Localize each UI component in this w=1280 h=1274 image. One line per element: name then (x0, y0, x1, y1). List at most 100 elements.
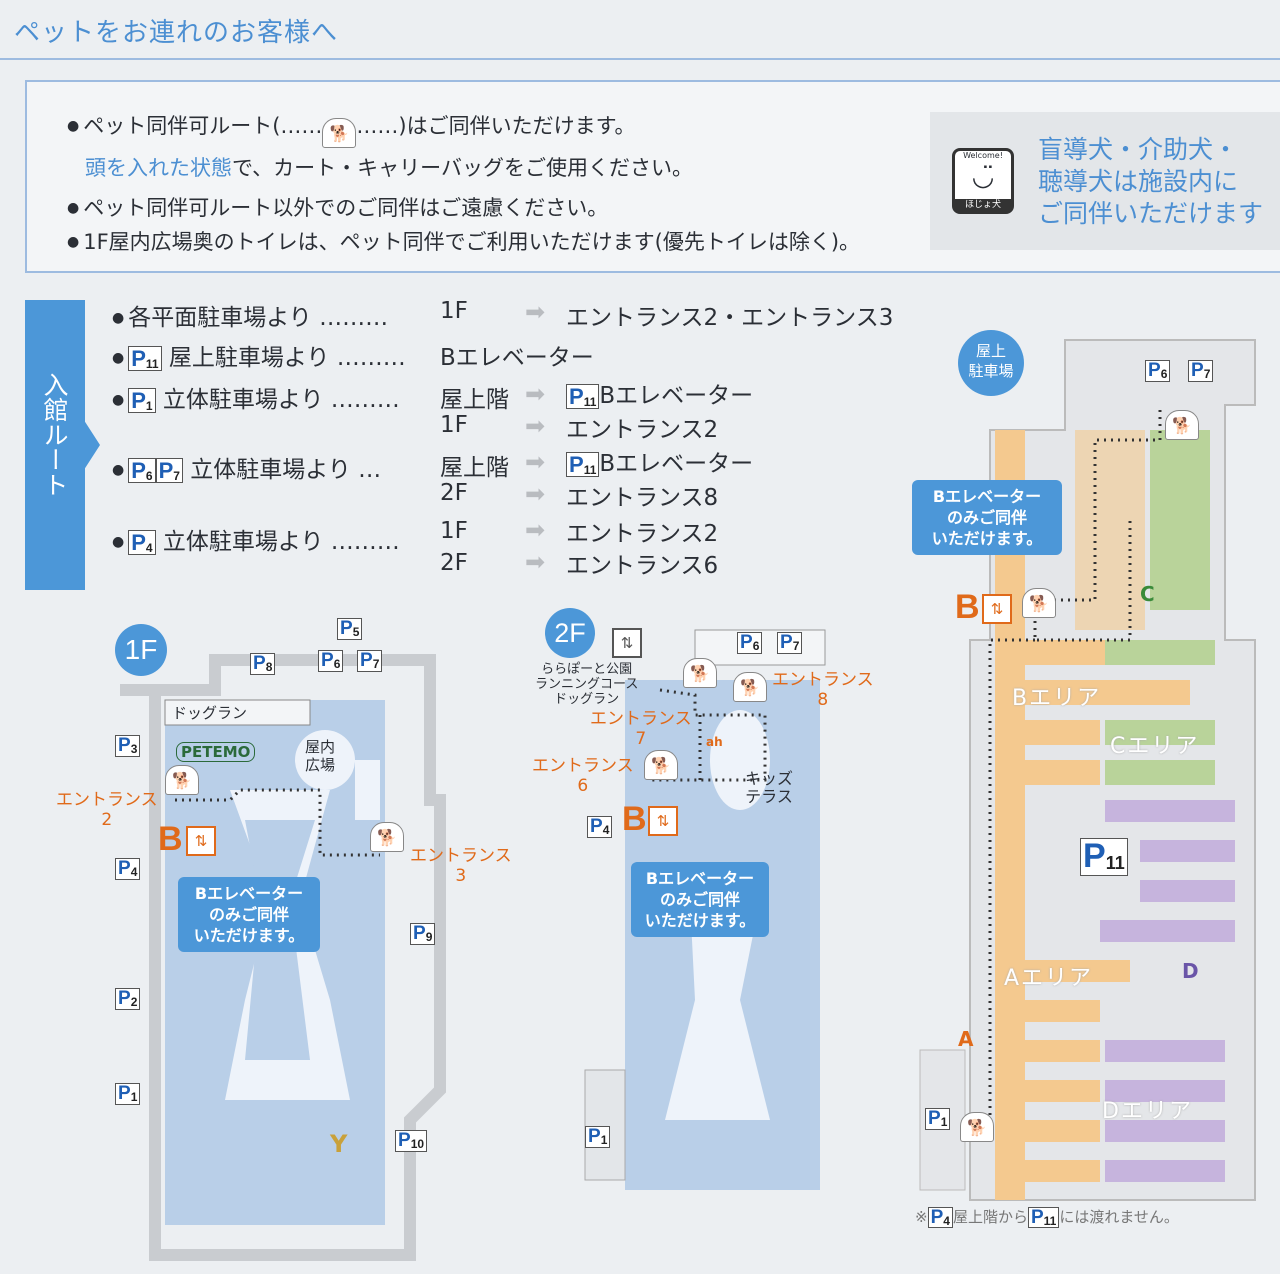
arrow-right-icon: ➡ (525, 516, 546, 544)
p-letter: P (131, 387, 146, 413)
pet-carrier-icon: 🐕 (322, 118, 357, 148)
notice-text: ペット同伴可ルート(…… (83, 114, 323, 138)
p-number: 6 (333, 657, 341, 671)
route-from: P4 立体駐車場より ……… (112, 522, 400, 556)
notice-line-3: ペット同伴可ルート以外でのご同伴はご遠慮ください。 (67, 192, 608, 222)
parking-badge: P1 (128, 387, 156, 414)
p-letter: P (158, 457, 174, 483)
footnote-text: 屋上階から (952, 1208, 1028, 1226)
icon-top-text: Welcome! (963, 151, 1003, 160)
p-number: 11 (1043, 1213, 1057, 1228)
roof-title-line: 駐車場 (968, 363, 1014, 380)
route-dest: エントランス2 (566, 417, 719, 443)
store-logo-ah: ah (706, 735, 723, 749)
p-number: 10 (410, 1137, 425, 1151)
elevator-b-label: B (622, 800, 647, 838)
park-line: ランニングコース (535, 677, 639, 692)
p-number: 11 (583, 394, 597, 409)
arrow-right-icon: ➡ (525, 380, 546, 408)
route-from-text: 立体駐車場より ……… (162, 529, 400, 555)
service-dog-line: 盲導犬・介助犬・ (1038, 135, 1239, 164)
parking-badge: P4 (927, 1206, 953, 1229)
kids-line: キッズ (745, 769, 794, 788)
p-number: 6 (752, 639, 760, 653)
footnote-mark: ※ (915, 1208, 928, 1226)
route-floor: 屋上階 (440, 455, 509, 481)
p-number: 1 (145, 398, 153, 413)
p-letter: P (569, 383, 584, 409)
parking-badge: P1 (585, 1126, 611, 1148)
p-number: 4 (943, 1213, 950, 1228)
parking-badge: P1 (925, 1108, 951, 1130)
route-floor: 2F (440, 480, 468, 506)
elevator-b-label: B (158, 820, 183, 858)
notice-highlight: 頭を入れた状態 (85, 156, 232, 180)
notice-line-4: 1F屋内広場奥のトイレは、ペット同伴でご利用いただけます(優先トイレは除く)。 (67, 226, 860, 256)
park-direction-label: ららぽーと公園ランニングコースドッグラン (535, 662, 638, 707)
arrow-right-icon: ➡ (525, 448, 546, 476)
entrance-number: 2 (101, 810, 113, 830)
kids-terrace-label: キッズテラス (745, 770, 793, 806)
parking-badge: P4 (115, 858, 141, 880)
p-number: 3 (130, 742, 138, 756)
roof-title-line: 屋上 (975, 343, 1006, 360)
route-dest: エントランス6 (566, 553, 719, 579)
pet-carrier-icon: 🐕 (1022, 588, 1056, 618)
service-dog-icon: Welcome!◡̈ほじょ犬 (952, 148, 1014, 214)
p-number: 6 (1160, 367, 1168, 381)
area-b-label: Bエリア (1012, 686, 1102, 711)
route-floor: Bエレベーター (440, 345, 594, 371)
parking-badge: P6 (1145, 360, 1171, 382)
callout-line: のみご同伴 (659, 890, 740, 909)
route-dest-text: Bエレベーター (599, 451, 754, 477)
notice-line-2: 頭を入れた状態で、カート・キャリーバッグをご使用ください。 (85, 152, 693, 182)
parking-badge: P10 (395, 1130, 428, 1152)
route-dest-text: Bエレベーター (599, 383, 754, 409)
service-dog-line: 聴導犬は施設内に (1038, 167, 1239, 196)
route-dest: エントランス8 (566, 485, 719, 511)
parking-badge: P4 (587, 816, 613, 838)
route-floor: 1F (440, 518, 468, 544)
p-letter: P (131, 345, 146, 371)
entrance-text: エントランス (772, 670, 874, 690)
pet-carrier-icon: 🐕 (1165, 410, 1199, 440)
footnote-text: には渡れません。 (1059, 1208, 1179, 1226)
p-number: 11 (145, 356, 159, 371)
map-roof-shapes (919, 339, 1256, 1201)
callout-line: Bエレベーター (194, 884, 304, 903)
arrow-right-icon: ➡ (525, 548, 546, 576)
elevator-icon: ⇅ (612, 628, 642, 658)
arrow-right-icon: ➡ (525, 298, 546, 326)
arrow-right-icon: ➡ (525, 480, 546, 508)
petemo-logo: PETEMO (176, 742, 256, 762)
parking-badge: P4 (128, 529, 156, 556)
parking-badge: P9 (410, 923, 436, 945)
pet-carrier-icon: 🐕 (644, 750, 678, 780)
p-letter: P (131, 457, 146, 483)
elevator-callout: Bエレベーターのみご同伴いただけます。 (912, 480, 1062, 555)
arrow-right-icon: ➡ (525, 412, 546, 440)
title-divider (0, 58, 1280, 60)
parking-badge: P6 (128, 457, 156, 484)
p-letter: P (131, 529, 146, 555)
entrance-number: 6 (577, 776, 589, 796)
pet-carrier-icon: 🐕 (733, 672, 767, 702)
p-number: 11 (1105, 853, 1125, 873)
route-floor: 1F (440, 298, 468, 324)
callout-line: いただけます。 (193, 926, 305, 945)
parking-badge: P6 (318, 650, 344, 672)
icon-label: ほじょ犬 (955, 199, 1011, 211)
route-dest: エントランス2 (566, 521, 719, 547)
p-number: 7 (173, 468, 180, 483)
parking-badge: P7 (155, 457, 183, 484)
route-from-text: 立体駐車場より … (190, 457, 382, 483)
elevator-callout: Bエレベーターのみご同伴いただけます。 (631, 862, 769, 937)
parking-badge: P11 (1027, 1206, 1060, 1229)
